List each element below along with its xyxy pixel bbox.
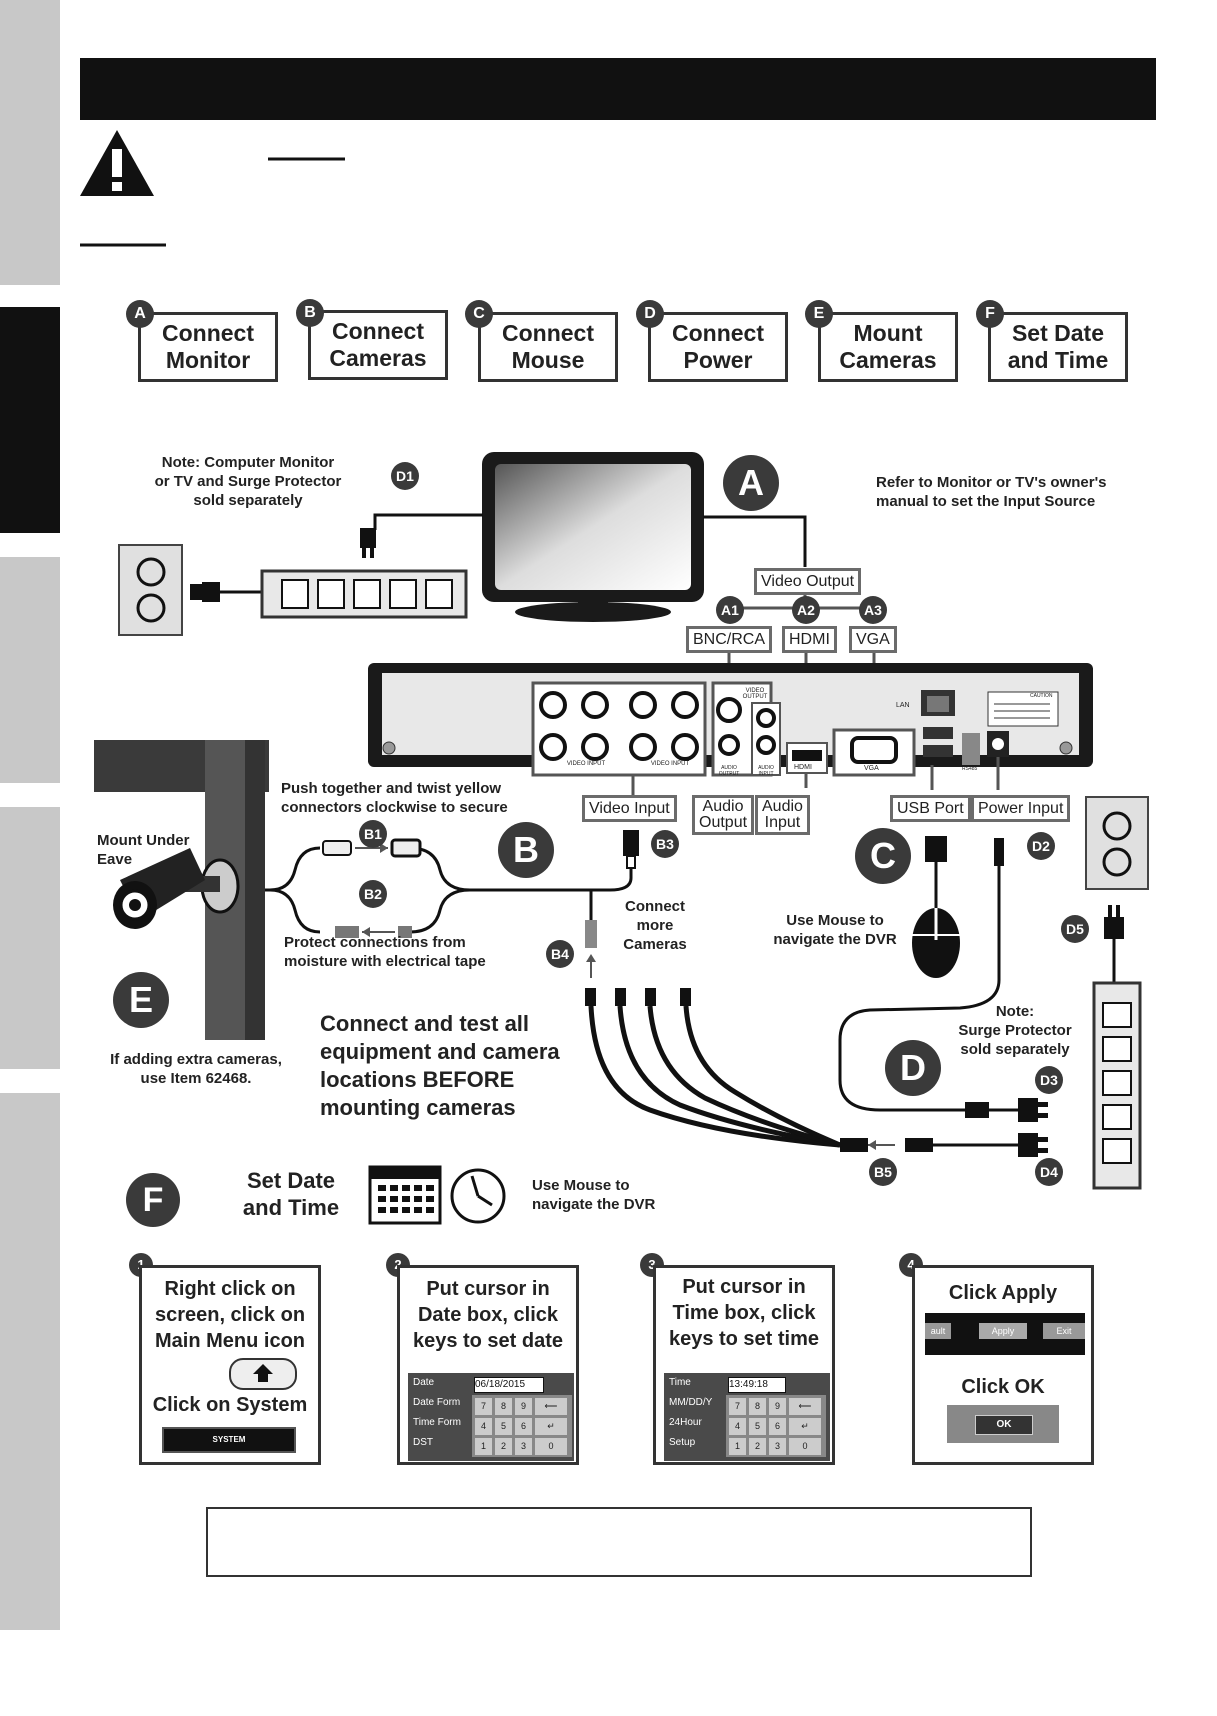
- callout-d: D: [885, 1040, 941, 1096]
- section-title-bar: [80, 58, 1156, 120]
- dvr-text-vga: VGA: [864, 765, 879, 772]
- dvr-text-caution: CAUTION: [1030, 693, 1053, 699]
- label-vga: VGA: [849, 626, 897, 653]
- callout-b5: B5: [869, 1158, 897, 1186]
- f-step-4: Click Apply ault Apply Exit Click OK OK: [912, 1265, 1094, 1465]
- callout-d1: D1: [391, 462, 419, 490]
- callout-d3: D3: [1035, 1066, 1063, 1094]
- side-tab-1[interactable]: [0, 0, 60, 285]
- security-camera-icon: [113, 848, 240, 929]
- eave-mount-icon: [94, 740, 269, 1040]
- wall-outlet-left-icon: [118, 544, 183, 636]
- mouse-icon: [912, 908, 960, 978]
- f-step-3: Put cursor in Time box, click keys to se…: [653, 1265, 835, 1465]
- dvr-text-lan: LAN: [896, 702, 910, 709]
- label-usb-port: USB Port: [890, 795, 971, 822]
- callout-b2: B2: [359, 880, 387, 908]
- label-power-input: Power Input: [971, 795, 1071, 822]
- callout-b4: B4: [546, 940, 574, 968]
- side-tab-5[interactable]: [0, 1093, 60, 1343]
- dvr-text-video-input-left: VIDEO INPUT: [566, 761, 606, 767]
- dvr-text-audio-input: AUDIO INPUT: [758, 765, 774, 777]
- dvr-text-hdmi: HDMI: [794, 764, 812, 771]
- time-input[interactable]: 13:49:18: [728, 1377, 786, 1393]
- dvr-text-rs485: RS485: [962, 766, 978, 772]
- callout-c: C: [855, 828, 911, 884]
- date-input[interactable]: 06/18/2015: [474, 1377, 544, 1393]
- callout-a: A: [723, 455, 779, 511]
- dvr-text-video-input-right: VIDEO INPUT: [650, 761, 690, 767]
- step-badge-b: B: [296, 299, 324, 327]
- callout-f: F: [126, 1173, 180, 1227]
- callout-d5: D5: [1061, 915, 1089, 943]
- clock-icon: [450, 1168, 506, 1224]
- dvr-text-audio-output: AUDIO OUTPUT: [718, 765, 740, 777]
- callout-a1: A1: [716, 596, 744, 624]
- callout-b1: B1: [359, 820, 387, 848]
- calendar-icon: [368, 1165, 442, 1225]
- label-video-input: Video Input: [582, 795, 677, 822]
- step-badge-a: A: [126, 300, 154, 328]
- system-button[interactable]: SYSTEM: [162, 1427, 296, 1453]
- f-step-1: Right click on screen, click on Main Men…: [139, 1265, 321, 1465]
- callout-a3: A3: [859, 596, 887, 624]
- surge-protector-horizontal-icon: [260, 569, 468, 619]
- wall-outlet-right-icon: [1085, 796, 1149, 890]
- side-tab-4[interactable]: [0, 807, 60, 1069]
- callout-b: B: [498, 822, 554, 878]
- step-badge-f: F: [976, 300, 1004, 328]
- monitor-icon: [482, 452, 704, 622]
- step-badge-c: C: [465, 300, 493, 328]
- side-tab-6[interactable]: [0, 1343, 60, 1630]
- label-bnc-rca: BNC/RCA: [686, 626, 773, 653]
- bottom-note-box: [206, 1507, 1032, 1577]
- apply-button[interactable]: Apply: [979, 1323, 1027, 1339]
- side-tab-setup[interactable]: [0, 307, 60, 533]
- callout-e: E: [113, 972, 169, 1028]
- step-badge-d: D: [636, 300, 664, 328]
- exit-button[interactable]: Exit: [1043, 1323, 1085, 1339]
- default-button[interactable]: ault: [925, 1323, 951, 1339]
- surge-protector-vertical-icon: [1092, 981, 1142, 1190]
- note-extra-cameras: If adding extra cameras,use Item 62468.: [110, 1051, 282, 1087]
- step-badge-e: E: [805, 300, 833, 328]
- callout-d4: D4: [1035, 1158, 1063, 1186]
- label-video-output: Video Output: [754, 568, 862, 595]
- callout-a2: A2: [792, 596, 820, 624]
- main-menu-icon[interactable]: [229, 1358, 297, 1390]
- dvr-back-panel: [368, 663, 1093, 777]
- callout-d2: D2: [1027, 832, 1055, 860]
- callout-b3: B3: [651, 830, 679, 858]
- f-step-2: Put cursor in Date box, click keys to se…: [397, 1265, 579, 1465]
- label-hdmi: HDMI: [782, 626, 837, 653]
- ok-button[interactable]: OK: [975, 1415, 1033, 1435]
- dvr-text-video-output: VIDEO OUTPUT: [742, 688, 768, 700]
- side-tab-3[interactable]: [0, 557, 60, 783]
